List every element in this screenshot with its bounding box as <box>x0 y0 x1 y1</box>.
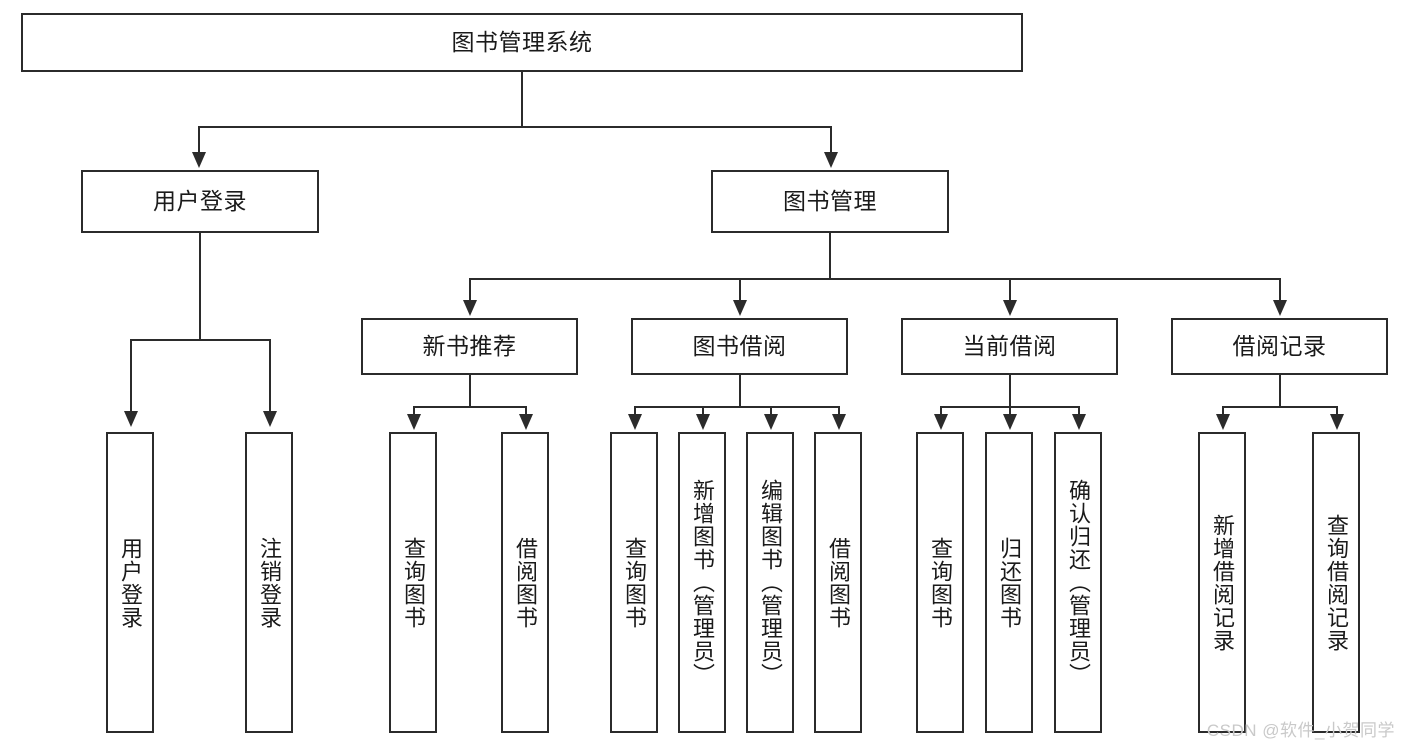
connector-book-manage-drop-4 <box>1279 278 1281 302</box>
connector-new-book-drop-2 <box>525 406 527 416</box>
node-label: 图书管理系统 <box>451 28 593 55</box>
connector-user-login-drop-2 <box>269 339 271 413</box>
connector-current-borrow-drop-1 <box>940 406 942 416</box>
leaf-query-book-recommend[interactable]: 查询图书 <box>389 432 437 733</box>
node-label: 新增图书（管理员） <box>689 479 715 686</box>
connector-user-login-bus <box>130 339 269 341</box>
connector-new-book-stem <box>469 375 471 407</box>
connector-book-borrow-stem <box>739 375 741 407</box>
arrowhead-to-book-borrow-leaf-3 <box>764 414 778 430</box>
node-label: 新增借阅记录 <box>1209 513 1235 652</box>
node-label: 借阅图书 <box>512 536 538 629</box>
connector-root-stem <box>521 72 523 127</box>
arrowhead-to-borrow-record-leaf-1 <box>1216 414 1230 430</box>
connector-book-manage-drop-2 <box>739 278 741 302</box>
connector-user-login-stem <box>199 233 201 340</box>
arrowhead-to-new-book-leaf-2 <box>519 414 533 430</box>
connector-borrow-record-drop-1 <box>1222 406 1224 416</box>
leaf-edit-book-admin[interactable]: 编辑图书（管理员） <box>746 432 794 733</box>
connector-new-book-drop-1 <box>413 406 415 416</box>
connector-user-login-drop-1 <box>130 339 132 413</box>
connector-book-borrow-drop-4 <box>838 406 840 416</box>
arrowhead-to-logout-leaf <box>263 411 277 427</box>
connector-borrow-record-bus <box>1222 406 1336 408</box>
node-label: 查询借阅记录 <box>1323 513 1349 652</box>
connector-book-manage-drop-3 <box>1009 278 1011 302</box>
connector-book-borrow-drop-1 <box>634 406 636 416</box>
arrowhead-to-current-borrow-leaf-3 <box>1072 414 1086 430</box>
connector-root-bus <box>198 126 832 128</box>
node-new-book-recommend[interactable]: 新书推荐 <box>361 318 578 375</box>
node-current-borrow[interactable]: 当前借阅 <box>901 318 1118 375</box>
node-book-borrow[interactable]: 图书借阅 <box>631 318 848 375</box>
connector-book-manage-stem <box>829 233 831 279</box>
connector-book-borrow-drop-2 <box>702 406 704 416</box>
connector-current-borrow-drop-2 <box>1009 406 1011 416</box>
node-label: 用户登录 <box>117 536 143 629</box>
leaf-query-borrow-record[interactable]: 查询借阅记录 <box>1312 432 1360 733</box>
node-label: 编辑图书（管理员） <box>757 479 783 686</box>
watermark: CSDN @软件_小贺同学 <box>1206 721 1395 740</box>
node-label: 借阅图书 <box>825 536 851 629</box>
connector-book-manage-drop-1 <box>469 278 471 302</box>
arrowhead-to-user-login-leaf <box>124 411 138 427</box>
node-root-system[interactable]: 图书管理系统 <box>21 13 1023 72</box>
arrowhead-to-book-borrow-leaf-2 <box>696 414 710 430</box>
node-label: 新书推荐 <box>422 332 517 359</box>
leaf-borrow-book-recommend[interactable]: 借阅图书 <box>501 432 549 733</box>
connector-borrow-record-drop-2 <box>1336 406 1338 416</box>
leaf-confirm-return-admin[interactable]: 确认归还（管理员） <box>1054 432 1102 733</box>
connector-root-drop-1 <box>198 126 200 154</box>
leaf-user-login[interactable]: 用户登录 <box>106 432 154 733</box>
leaf-add-book-admin[interactable]: 新增图书（管理员） <box>678 432 726 733</box>
arrowhead-to-borrow-record-leaf-2 <box>1330 414 1344 430</box>
leaf-query-book-borrow[interactable]: 查询图书 <box>610 432 658 733</box>
node-user-login[interactable]: 用户登录 <box>81 170 319 233</box>
arrowhead-to-new-book <box>463 300 477 316</box>
arrowhead-to-current-borrow-leaf-1 <box>934 414 948 430</box>
arrowhead-root-to-user-login <box>192 152 206 168</box>
connector-current-borrow-drop-3 <box>1078 406 1080 416</box>
connector-new-book-bus <box>413 406 525 408</box>
node-book-manage[interactable]: 图书管理 <box>711 170 949 233</box>
node-label: 用户登录 <box>153 187 247 214</box>
node-borrow-record[interactable]: 借阅记录 <box>1171 318 1388 375</box>
connector-borrow-record-stem <box>1279 375 1281 407</box>
arrowhead-to-borrow-record <box>1273 300 1287 316</box>
leaf-add-borrow-record[interactable]: 新增借阅记录 <box>1198 432 1246 733</box>
arrowhead-to-current-borrow <box>1003 300 1017 316</box>
node-label: 当前借阅 <box>962 332 1057 359</box>
arrowhead-to-new-book-leaf-1 <box>407 414 421 430</box>
node-label: 查询图书 <box>400 536 426 629</box>
node-label: 借阅记录 <box>1232 332 1327 359</box>
leaf-logout[interactable]: 注销登录 <box>245 432 293 733</box>
connector-root-drop-2 <box>830 126 832 154</box>
connector-book-borrow-drop-3 <box>770 406 772 416</box>
node-label: 图书借阅 <box>692 332 787 359</box>
arrowhead-to-book-borrow <box>733 300 747 316</box>
arrowhead-to-book-borrow-leaf-4 <box>832 414 846 430</box>
leaf-return-book[interactable]: 归还图书 <box>985 432 1033 733</box>
leaf-borrow-book[interactable]: 借阅图书 <box>814 432 862 733</box>
arrowhead-root-to-book-manage <box>824 152 838 168</box>
node-label: 注销登录 <box>256 536 282 629</box>
arrowhead-to-current-borrow-leaf-2 <box>1003 414 1017 430</box>
leaf-query-book-current[interactable]: 查询图书 <box>916 432 964 733</box>
node-label: 图书管理 <box>783 187 877 214</box>
node-label: 归还图书 <box>996 536 1022 629</box>
connector-book-manage-bus <box>469 278 1281 280</box>
node-label: 查询图书 <box>927 536 953 629</box>
node-label: 确认归还（管理员） <box>1065 479 1091 686</box>
node-label: 查询图书 <box>621 536 647 629</box>
arrowhead-to-book-borrow-leaf-1 <box>628 414 642 430</box>
connector-current-borrow-stem <box>1009 375 1011 407</box>
connector-book-borrow-bus <box>634 406 840 408</box>
